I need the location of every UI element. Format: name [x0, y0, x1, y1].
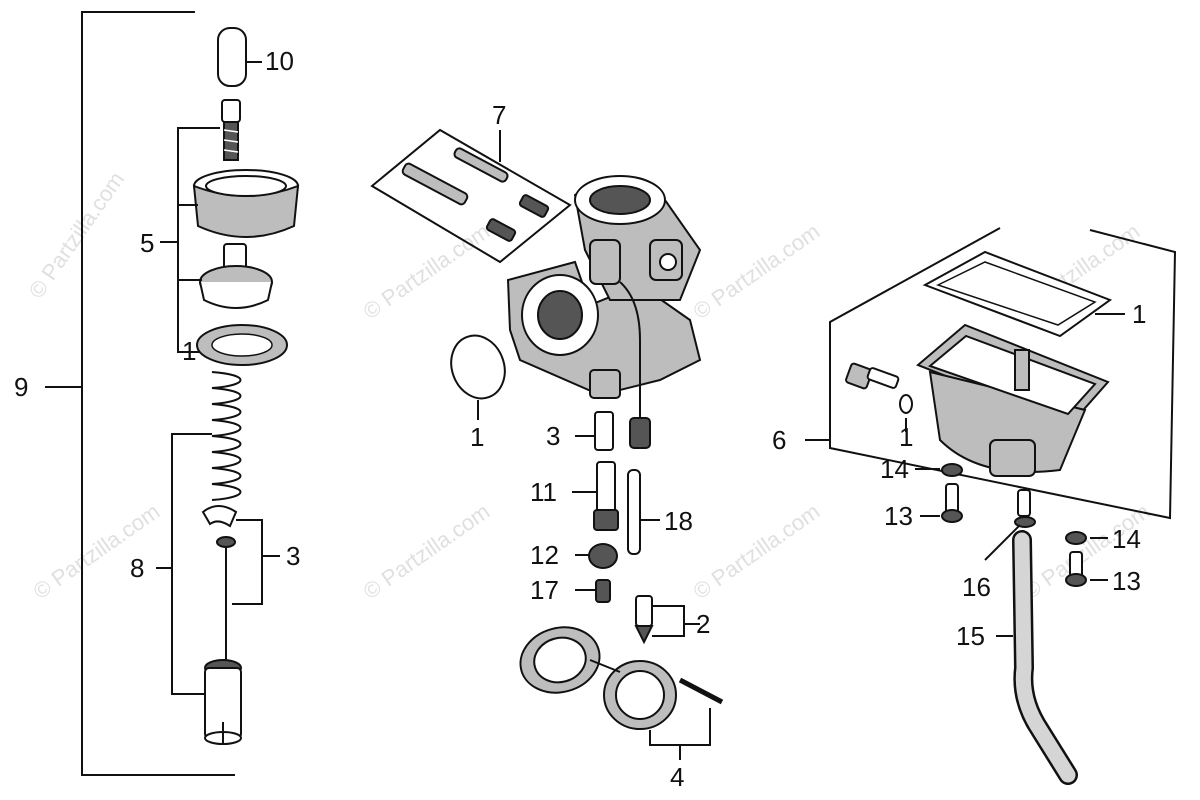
float-part: [519, 626, 724, 760]
vent-tube-part: [627, 469, 660, 555]
callout-13: 13: [884, 501, 913, 531]
needle-jet-part: [575, 411, 614, 451]
callout-1: 1: [1132, 299, 1146, 329]
screw-kit-box: [370, 128, 572, 264]
callout-1: 1: [182, 336, 196, 366]
drain-screw-part: [920, 483, 963, 523]
callout-3: 3: [286, 541, 300, 571]
callout-3: 3: [546, 421, 560, 451]
callout-8: 8: [130, 553, 144, 583]
drain-washer-part: [915, 463, 963, 477]
drain-screw-part: [1065, 551, 1108, 587]
callout-1: 1: [899, 422, 913, 452]
callout-13: 13: [1112, 566, 1141, 596]
main-jet-part: [575, 543, 618, 569]
cable-cap-part: [217, 27, 262, 87]
float-chamber-gasket-part: [922, 250, 1125, 338]
float-chamber-assembly: [805, 227, 1177, 785]
callout-16: 16: [962, 572, 991, 602]
callout-4: 4: [670, 762, 684, 792]
top-nut-part: [192, 169, 300, 238]
callout-2: 2: [696, 609, 710, 639]
callout-15: 15: [956, 621, 985, 651]
throttle-slide-assembly: [45, 11, 300, 776]
callout-14: 14: [880, 454, 909, 484]
pilot-screw-part: [401, 147, 550, 242]
watermark: © Partzilla.com: [359, 219, 495, 325]
slow-jet-part: [575, 579, 611, 603]
float-valve-part: [634, 595, 700, 645]
callout-12: 12: [530, 540, 559, 570]
callout-6: 6: [772, 425, 786, 455]
float-chamber-part: [916, 323, 1110, 477]
cable-adjuster-part: [221, 99, 241, 161]
callout-14: 14: [1112, 524, 1141, 554]
callout-9: 9: [14, 372, 28, 402]
callout-18: 18: [664, 506, 693, 536]
drain-washer-part: [1065, 531, 1108, 545]
gasket-part: [196, 324, 288, 366]
throttle-valve-part: [204, 659, 242, 745]
watermark: © Partzilla.com: [359, 499, 495, 605]
drain-clip-part: [984, 489, 1036, 561]
callout-5: 5: [140, 228, 154, 258]
jet-needle-part: [201, 505, 238, 662]
callout-7: 7: [492, 100, 506, 130]
carburetor-body-part: [506, 175, 702, 449]
throttle-spring-part: [211, 371, 242, 501]
drain-tube-part: [996, 530, 1078, 785]
watermark: © Partzilla.com: [24, 167, 130, 303]
carburetor-body-assembly: [370, 128, 724, 760]
jet-holder-part: [572, 461, 619, 531]
o-ring-part: [450, 334, 506, 420]
watermark: © Partzilla.com: [689, 219, 825, 325]
callout-1: 1: [470, 422, 484, 452]
callout-labels: 9 10 5 1 8 3 7 1 3 11 18 12 17 2 4 1 1 6…: [14, 46, 1146, 792]
watermark: © Partzilla.com: [689, 499, 825, 605]
callout-11: 11: [530, 477, 557, 507]
callout-10: 10: [265, 46, 294, 76]
callout-17: 17: [530, 575, 559, 605]
float-chamber-screw-part: [845, 362, 913, 432]
watermark: © Partzilla.com: [29, 499, 165, 605]
carb-top-cap-part: [199, 243, 273, 309]
